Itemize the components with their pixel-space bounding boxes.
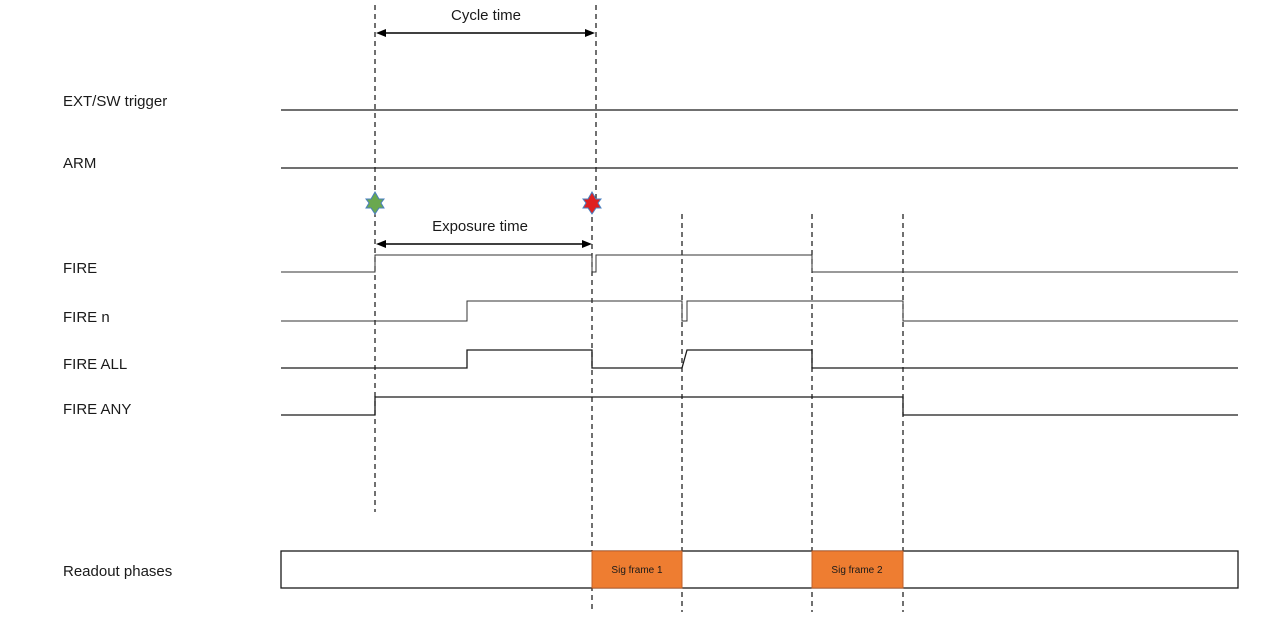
start-star-icon: [365, 190, 385, 215]
end-star-icon: [582, 190, 602, 215]
cycle-time-arrow: [376, 29, 595, 37]
readout-box-sig-frame-1-label: Sig frame 1: [611, 565, 663, 576]
readout-phases-bar: [280, 550, 1239, 589]
signal-label-fire: FIRE: [63, 260, 97, 277]
readout-box-sig-frame-2: [811, 550, 904, 589]
exposure-time-arrow: [376, 240, 592, 248]
readout-box-sig-frame-2-label: Sig frame 2: [831, 565, 883, 576]
signal-label-fire-n: FIRE n: [63, 309, 110, 326]
readout-box-sig-frame-1: [591, 550, 683, 589]
waveform-fire-all: [281, 349, 1238, 369]
signal-label-ext-sw-trigger: EXT/SW trigger: [63, 93, 167, 110]
signal-label-fire-all: FIRE ALL: [63, 356, 127, 373]
exposure-time-label: Exposure time: [432, 218, 528, 235]
waveform-fire-any: [281, 396, 1238, 416]
cycle-time-label: Cycle time: [451, 7, 521, 24]
signal-label-arm: ARM: [63, 155, 96, 172]
waveform-fire-n: [281, 300, 1238, 322]
waveform-fire: [281, 254, 1238, 273]
signal-label-fire-any: FIRE ANY: [63, 401, 131, 418]
signal-label-readout-phases: Readout phases: [63, 563, 172, 580]
